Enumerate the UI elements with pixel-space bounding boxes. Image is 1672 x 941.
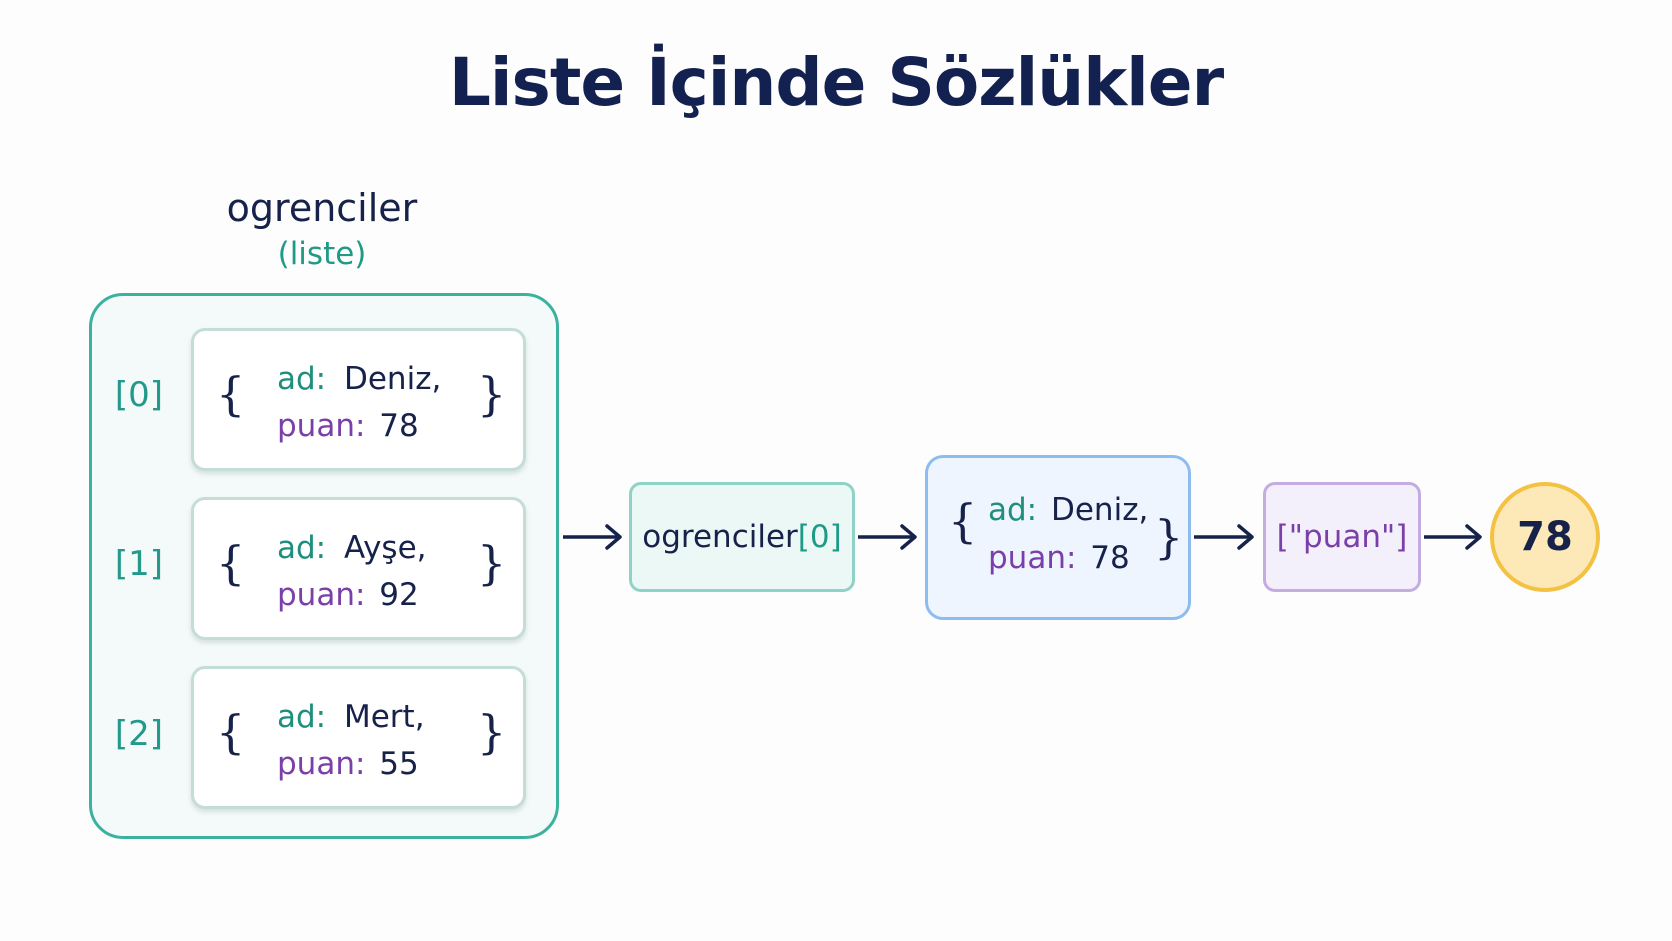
key-puan: puan:: [277, 577, 366, 613]
list-index-0: [0]: [114, 375, 164, 415]
value-ad: Deniz,: [343, 361, 442, 397]
key-ad: ad:: [277, 361, 327, 397]
open-brace: {: [948, 494, 978, 548]
arrow-list-to-access: [563, 524, 622, 550]
key-puan: puan:: [277, 408, 366, 444]
diagram-title: Liste İçinde Sözlükler: [448, 44, 1224, 121]
dict-line-ad: ad: Deniz,: [277, 361, 441, 397]
dict-line-ad: ad: Mert,: [277, 699, 425, 735]
access-list-index-node: ogrenciler[0]: [629, 482, 855, 592]
close-brace: }: [477, 536, 507, 590]
list-index-2: [2]: [114, 714, 164, 754]
value-puan: 92: [379, 577, 419, 613]
close-brace: }: [1154, 510, 1184, 564]
dict-line-ad: ad: Ayşe,: [277, 530, 427, 566]
value-puan: 78: [1090, 540, 1130, 576]
dict-line-puan: puan: 55: [277, 746, 419, 782]
key-ad: ad:: [277, 699, 327, 735]
value-puan: 55: [379, 746, 419, 782]
access-list-name: ogrenciler: [642, 519, 798, 555]
key-puan: puan:: [988, 540, 1077, 576]
open-brace: {: [216, 705, 246, 759]
dict-line-ad: ad: Deniz,: [988, 492, 1148, 528]
close-brace: }: [477, 367, 507, 421]
open-brace: {: [216, 367, 246, 421]
dict-line-puan: puan: 78: [277, 408, 419, 444]
value-ad: Ayşe,: [343, 530, 427, 566]
arrow-dict-to-key: [1194, 524, 1254, 550]
list-type-label: (liste): [277, 236, 367, 272]
list-index-1: [1]: [114, 544, 164, 584]
selected-dict-node: { ad: Deniz, puan: 78 }: [925, 455, 1191, 620]
list-name: ogrenciler: [226, 186, 418, 230]
value-puan: 78: [379, 408, 419, 444]
close-brace: }: [477, 705, 507, 759]
arrow-key-to-result: [1424, 524, 1482, 550]
access-index: [0]: [797, 519, 842, 555]
key-ad: ad:: [277, 530, 327, 566]
dict-card-1: { ad: Ayşe, puan: 92 }: [191, 497, 526, 640]
key-access-node: ["puan"]: [1263, 482, 1421, 592]
key-ad: ad:: [988, 492, 1038, 528]
value-ad: Deniz,: [1050, 492, 1149, 528]
dict-line-puan: puan: 78: [988, 540, 1130, 576]
value-ad: Mert,: [343, 699, 425, 735]
dict-card-2: { ad: Mert, puan: 55 }: [191, 666, 526, 809]
open-brace: {: [216, 536, 246, 590]
dict-card-0: { ad: Deniz, puan: 78 }: [191, 328, 526, 471]
arrow-access-to-dict: [858, 524, 917, 550]
dict-line-puan: puan: 92: [277, 577, 419, 613]
key-puan: puan:: [277, 746, 366, 782]
result-node: 78: [1490, 482, 1600, 592]
